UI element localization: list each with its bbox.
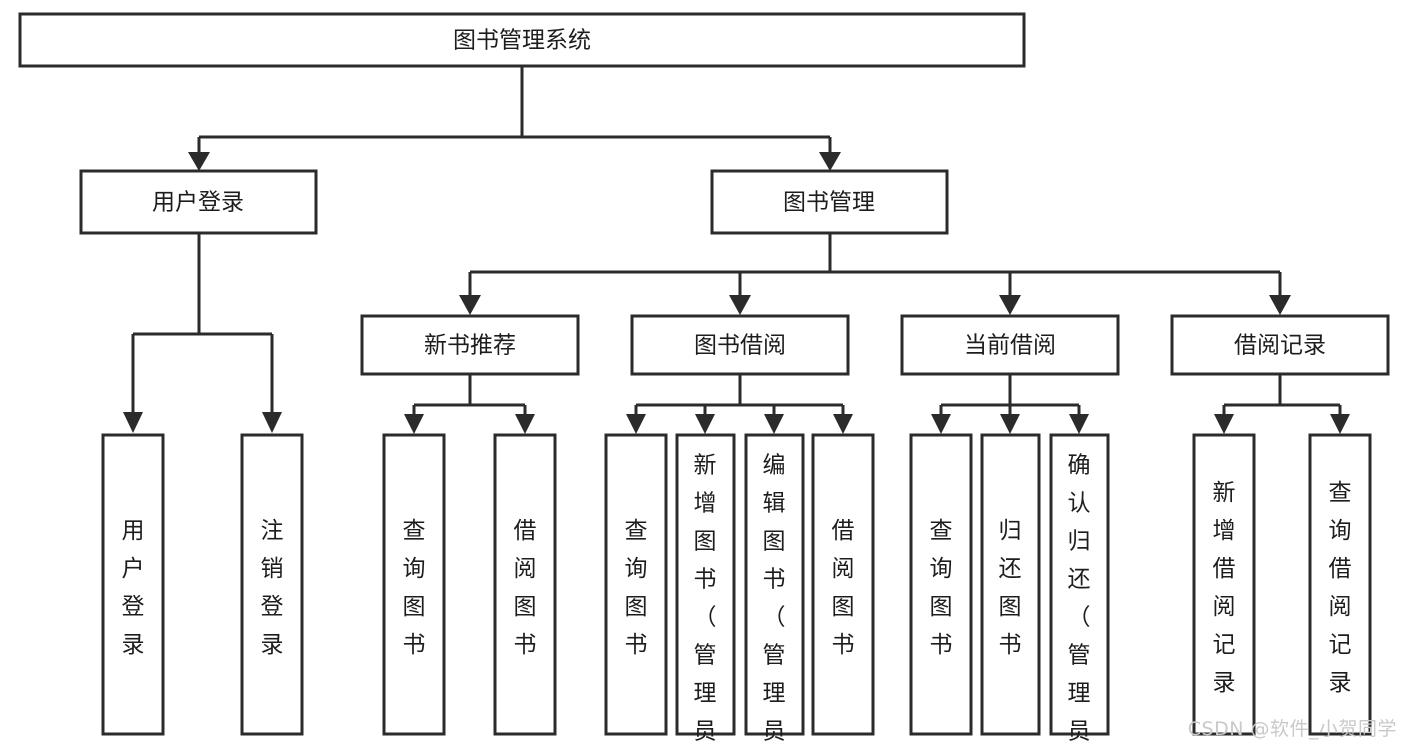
node-leaf-borrow-book-1-label: 借阅图书 xyxy=(514,518,537,658)
node-leaf-add-book-label: 新增图书（管理员） xyxy=(694,453,717,747)
connector-group-user-login-to-leaves xyxy=(123,233,282,433)
node-leaf-borrow-book-2[interactable]: 借阅图书 xyxy=(811,433,875,736)
arrow-head-borrow-record xyxy=(1269,295,1291,315)
arrow-head-user-login xyxy=(188,152,210,171)
arrow-head-leaf-edit-book xyxy=(764,414,784,434)
node-new-book-recommend-box[interactable] xyxy=(360,314,580,376)
node-current-borrow-box[interactable] xyxy=(900,314,1120,376)
arrow-head-new-book-recommend xyxy=(459,295,481,315)
connector-group-borrow-record-to-leaves xyxy=(1214,374,1350,434)
node-book-management-label: 图书管理 xyxy=(783,190,875,216)
node-leaf-query-book-2[interactable]: 查询图书 xyxy=(604,433,668,736)
node-leaf-add-record[interactable]: 新增借阅记录 xyxy=(1192,433,1256,736)
node-user-login[interactable]: 用户登录 xyxy=(79,169,318,235)
node-leaf-query-book-3-box[interactable] xyxy=(909,433,973,736)
node-leaf-user-logout-label: 注销登录 xyxy=(261,518,284,658)
arrow-head-book-management xyxy=(819,152,841,171)
node-leaf-edit-book[interactable]: 编辑图书（管理员） xyxy=(744,433,805,747)
connector-group-book-borrow-to-leaves xyxy=(626,374,853,434)
node-leaf-return-book-label: 归还图书 xyxy=(999,518,1022,658)
connector-group-current-borrow-to-leaves xyxy=(931,374,1089,434)
arrow-head-leaf-user-login xyxy=(123,412,143,433)
node-leaf-confirm-return[interactable]: 确认归还（管理员） xyxy=(1049,433,1110,747)
node-leaf-add-record-box[interactable] xyxy=(1192,433,1256,736)
node-leaf-user-login-label: 用户登录 xyxy=(122,518,145,658)
node-leaf-borrow-book-1-box[interactable] xyxy=(493,433,557,736)
arrow-head-leaf-borrow-book-2 xyxy=(833,414,853,434)
node-leaf-user-logout[interactable]: 注销登录 xyxy=(240,433,304,736)
node-leaf-edit-book-label: 编辑图书（管理员） xyxy=(763,453,786,747)
node-leaf-user-logout-box[interactable] xyxy=(240,433,304,736)
node-leaf-borrow-book-2-label: 借阅图书 xyxy=(832,518,855,658)
node-leaf-query-book-1-label: 查询图书 xyxy=(403,518,426,658)
arrow-head-leaf-user-logout xyxy=(262,412,282,433)
node-leaf-user-login[interactable]: 用户登录 xyxy=(101,433,165,736)
connector-group-new-book-recommend-to-leaves xyxy=(404,374,535,434)
node-book-borrow-box[interactable] xyxy=(630,314,850,376)
node-leaf-confirm-return-box[interactable] xyxy=(1049,433,1110,736)
node-book-management-box[interactable] xyxy=(710,169,949,235)
arrow-head-leaf-query-record xyxy=(1330,414,1350,434)
node-leaf-query-book-1-box[interactable] xyxy=(382,433,446,736)
node-borrow-record[interactable]: 借阅记录 xyxy=(1170,314,1390,376)
node-root-box[interactable] xyxy=(18,12,1026,68)
node-leaf-edit-book-box[interactable] xyxy=(744,433,805,736)
node-root-label: 图书管理系统 xyxy=(453,28,591,54)
node-leaf-query-record[interactable]: 查询借阅记录 xyxy=(1308,433,1372,736)
arrow-head-leaf-query-book-3 xyxy=(931,414,951,434)
node-new-book-recommend[interactable]: 新书推荐 xyxy=(360,314,580,376)
node-borrow-record-box[interactable] xyxy=(1170,314,1390,376)
node-leaf-add-book-box[interactable] xyxy=(675,433,736,736)
node-leaf-query-book-2-label: 查询图书 xyxy=(625,518,648,658)
node-leaf-borrow-book-2-box[interactable] xyxy=(811,433,875,736)
arrow-head-leaf-return-book xyxy=(1000,414,1020,434)
node-current-borrow-label: 当前借阅 xyxy=(964,333,1056,359)
node-leaf-query-book-3-label: 查询图书 xyxy=(930,518,953,658)
node-leaf-add-record-label: 新增借阅记录 xyxy=(1213,480,1236,696)
node-leaf-return-book-box[interactable] xyxy=(980,433,1041,736)
arrow-head-leaf-confirm-return xyxy=(1069,414,1089,434)
arrow-head-leaf-query-book-2 xyxy=(626,414,646,434)
node-leaf-return-book[interactable]: 归还图书 xyxy=(980,433,1041,736)
node-leaf-user-login-box[interactable] xyxy=(101,433,165,736)
arrow-head-current-borrow xyxy=(999,295,1021,315)
arrow-head-book-borrow xyxy=(729,295,751,315)
node-user-login-box[interactable] xyxy=(79,169,318,235)
node-book-borrow[interactable]: 图书借阅 xyxy=(630,314,850,376)
arrow-head-leaf-add-book xyxy=(695,414,715,434)
node-root[interactable]: 图书管理系统 xyxy=(18,12,1026,68)
node-borrow-record-label: 借阅记录 xyxy=(1234,333,1326,359)
arrow-head-leaf-borrow-book-1 xyxy=(515,414,535,434)
node-current-borrow[interactable]: 当前借阅 xyxy=(900,314,1120,376)
connector-group-book-management-to-level2 xyxy=(459,233,1291,315)
arrow-head-leaf-query-book-1 xyxy=(404,414,424,434)
node-leaf-confirm-return-label: 确认归还（管理员） xyxy=(1068,453,1091,747)
node-new-book-recommend-label: 新书推荐 xyxy=(424,333,516,359)
node-leaf-query-book-3[interactable]: 查询图书 xyxy=(909,433,973,736)
node-leaf-add-book[interactable]: 新增图书（管理员） xyxy=(675,433,736,747)
node-book-borrow-label: 图书借阅 xyxy=(694,333,786,359)
node-leaf-query-record-label: 查询借阅记录 xyxy=(1329,480,1352,696)
node-book-management[interactable]: 图书管理 xyxy=(710,169,949,235)
node-user-login-label: 用户登录 xyxy=(152,190,244,216)
node-leaf-query-record-box[interactable] xyxy=(1308,433,1372,736)
node-leaf-query-book-2-box[interactable] xyxy=(604,433,668,736)
node-leaf-query-book-1[interactable]: 查询图书 xyxy=(382,433,446,736)
connector-group-root-to-level1 xyxy=(188,66,841,171)
arrow-head-leaf-add-record xyxy=(1214,414,1234,434)
node-leaf-borrow-book-1[interactable]: 借阅图书 xyxy=(493,433,557,736)
